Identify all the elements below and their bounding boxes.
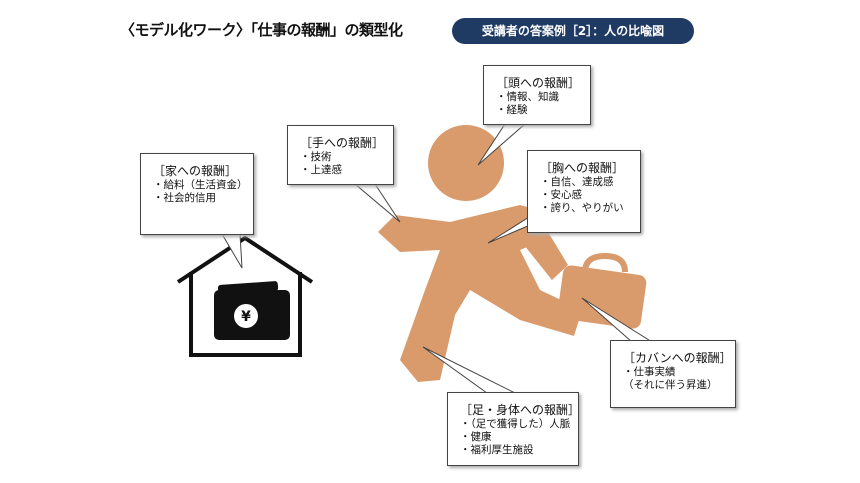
wallet-icon: ¥ <box>214 281 290 340</box>
callout-item: ・（足で獲得した）人脈 <box>460 418 571 430</box>
callout-item: ・健康 <box>460 431 492 443</box>
example-badge: 受講者の答案例［2］：人の比喩図 <box>452 18 694 44</box>
house-icon <box>176 235 314 357</box>
callout-heading: ［カバンへの報酬］ <box>623 351 732 365</box>
callout-heading: ［足・身体への報酬］ <box>460 403 581 417</box>
house-callout: ［家への報酬］ ・給料（生活資金） ・社会的信用 <box>140 153 254 235</box>
callout-heading: ［家への報酬］ <box>153 164 238 178</box>
callout-item: ・経験 <box>496 104 528 116</box>
callout-heading: ［手への報酬］ <box>300 136 385 150</box>
callout-item: ・誇り、やりがい <box>540 202 624 214</box>
callout-item: ・安心感 <box>540 189 582 201</box>
bag-callout: ［カバンへの報酬］ ・仕事実績 （それに伴う昇進） <box>610 340 736 408</box>
foot-callout: ［足・身体への報酬］ ・（足で獲得した）人脈 ・健康 ・福利厚生施設 <box>447 392 581 466</box>
callout-heading: ［胸への報酬］ <box>540 161 625 175</box>
callout-heading: ［頭への報酬］ <box>496 76 581 90</box>
callout-item: ・情報、知識 <box>496 91 559 103</box>
callout-item: ・社会的信用 <box>153 192 216 204</box>
callout-item: ・給料（生活資金） <box>153 179 248 191</box>
callout-item: ・自信、達成感 <box>540 176 614 188</box>
callout-item: （それに伴う昇進） <box>623 379 718 391</box>
head-callout: ［頭への報酬］ ・情報、知識 ・経験 <box>483 65 591 125</box>
page-title: 〈モデル化ワーク〉「仕事の報酬」の類型化 <box>120 21 403 39</box>
running-person-icon <box>378 125 582 382</box>
hand-callout: ［手への報酬］ ・技術 ・上達感 <box>287 125 394 185</box>
callout-item: ・上達感 <box>300 164 342 176</box>
callout-item: ・仕事実績 <box>623 366 676 378</box>
callout-item: ・技術 <box>300 151 332 163</box>
callout-item: ・福利厚生施設 <box>460 444 534 456</box>
yen-symbol: ¥ <box>241 309 251 325</box>
chest-callout: ［胸への報酬］ ・自信、達成感 ・安心感 ・誇り、やりがい <box>527 150 641 233</box>
briefcase-icon <box>557 252 647 329</box>
